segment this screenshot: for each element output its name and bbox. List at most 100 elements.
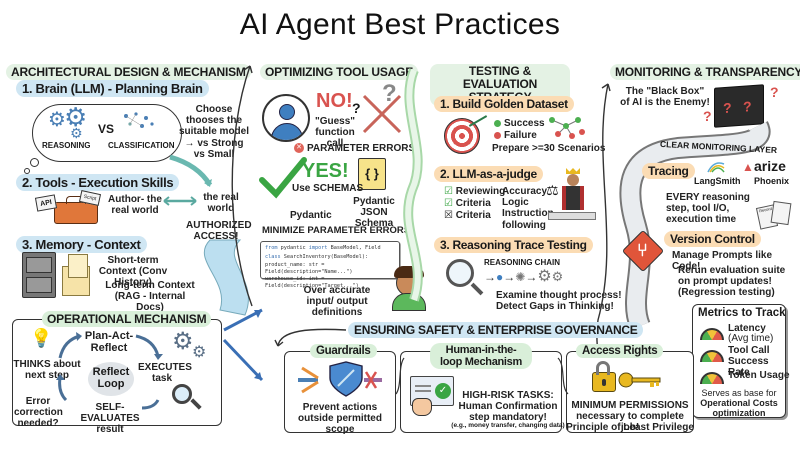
detect-gaps: Detect Gaps in Thinking! [496,301,614,312]
executes-label: EXECUTES task [138,362,192,385]
tool-usage-heading: OPTIMIZING TOOL USAGE [260,64,419,80]
hitl-example: (e.g., money transfer, changing data) [451,422,565,429]
green-ribbon [403,68,423,302]
reasoning-label: REASONING [42,141,91,150]
operational-heading: OPERATIONAL MECHANISM [42,311,212,327]
question-icon: ? [703,108,712,124]
question-icon: ? [352,100,361,116]
authorized-access-label: AUTHORIZED ACCESS! [186,220,252,243]
real-world-label: the real world [203,192,239,215]
model-choice-note: Choose thooses the suitable model → vs S… [178,104,249,160]
hitl-label: Human-in-the-loop Mechanism [430,343,532,370]
metric-latency: Latency [728,323,766,334]
arize-logo-icon: ▲ [742,160,754,174]
magnifier-handle [470,282,484,296]
cycle-arrows [56,332,163,410]
brain-cloud [32,104,182,162]
record-doc-icon [770,200,792,226]
failure-label: Failure [504,130,537,141]
rerun-evaluation: Rerun evaluation suite on prompt updates… [678,265,786,299]
metric-token-usage: Token Usage [728,370,790,381]
version-control-label: Version Control [664,231,761,247]
checkbox-checked-icon: ☑ [444,186,456,197]
arrow-icon [169,154,213,187]
reasoning-trace-label: 3. Reasoning Trace Testing [434,237,593,253]
file-cabinet-icon [22,252,56,298]
checkmark-icon [259,157,307,199]
governance-arrow [274,328,347,347]
check-label: Reviewing [455,186,506,197]
cluster-dots-icon [124,112,154,128]
examine-thought: Examine thought process! [496,290,622,301]
json-doc-icon: { } [358,158,386,190]
gears-icon: ⚙ [172,328,194,355]
river-flow [203,239,249,316]
check-criteria: ☑ Criteria [444,198,491,209]
short-term-context: Short-term Context (Conv History) [98,255,168,289]
langsmith-label: LangSmith [694,176,741,186]
guardrails-label: Guardrails [310,344,377,358]
use-schemas-label: Use SCHEMAS [292,183,364,194]
connector [557,357,569,395]
plan-act-reflect: Plan-Act- Reflect [84,330,134,355]
hitl-desc: HIGH-RISK TASKS: Human Confirmation step… [458,390,558,424]
toolbox-icon [54,202,98,224]
thought-bubble [30,158,39,167]
arize-label: arize [754,158,786,174]
prepare-scenarios: Prepare >=30 Scenarios [492,143,606,154]
over-accurate-label: Over accurate input/ output definitions [303,285,371,319]
question-mark-icon: ? [382,80,397,107]
gear-icon: ⚙ [70,125,83,141]
judge-figure [560,168,586,212]
classification-label: CLASSIFICATION [108,141,175,150]
self-evaluates-label: SELF-EVALUATES result [80,402,140,436]
bidirectional-arrow-icon [163,196,197,206]
shield-icon [298,361,382,397]
llm-judge-label: 2. LLM-as-a-judge [434,166,543,182]
tracing-label: Tracing [642,163,695,179]
monitoring-road [619,121,771,331]
brain-label: 1. Brain (LLM) - Planning Brain [16,80,209,97]
success-label: Success [504,118,545,129]
padlock-icon [592,361,616,392]
yes-label: YES! [302,160,349,182]
document-icon [68,254,88,278]
error-icon: ✕ [294,143,304,153]
code-text: BaseModel, Field [327,245,381,251]
pydantic-json-schema-label: Pydantic JSON Schema [353,196,395,230]
access-desc-2: necessary to complete job! [576,411,684,434]
langsmith-logo-icon [707,162,725,173]
check-label: Criteria [455,198,491,209]
manage-prompts: Manage Prompts like Code! [672,250,773,273]
red-x-icon [362,94,402,134]
guess-label: "Guess" function call [314,116,356,150]
code-line: product_name: str = Field(description="N… [265,261,353,275]
long-term-context: Long-term Context (RAG - Internal Docs) [105,280,195,314]
code-line: warehouse_id: int = Field(description="T… [265,276,359,290]
access-rights-label: Access Rights [576,344,664,358]
memory-label: 3. Memory - Context [16,236,147,253]
scales-icon: ⚖ [546,182,559,198]
check-reviewing: ☑ Reviewing [444,186,505,197]
check-criteria-x: ☒ Criteria [444,210,491,221]
reasoning-chain-label: REASONING CHAIN [484,258,561,267]
code-keyword: from [265,245,278,251]
gear-icon: ⚙ [64,102,88,132]
user-avatar-icon [262,94,310,142]
tracing-desc: EVERY reasoning step, tool I/O, executio… [666,192,750,226]
metric-latency-sub: (Avg time) [728,333,774,344]
architecture-heading: ARCHITECTURAL DESIGN & MECHANISM [6,64,251,80]
gears-icon: ⚙ [192,344,207,361]
no-label: NO! [316,90,353,112]
metric-tool-call: Tool Call Success Rate [728,345,770,379]
access-desc-1: MINIMUM PERMISSIONS [571,400,689,411]
monitoring-heading: MONITORING & TRANSPARENCY [610,64,800,80]
checkbox-checked-icon: ☑ [444,198,456,209]
minimize-errors-label: MINIMIZE PARAMETER ERRORS! [262,225,414,236]
pydantic-label: Pydantic [290,210,332,221]
author-label: Author- the real world [108,194,162,217]
flow-arrow-blue [222,308,264,382]
page-title: AI Agent Best Practices [239,8,561,41]
green-dot-icon [494,119,501,127]
connector [395,357,405,395]
